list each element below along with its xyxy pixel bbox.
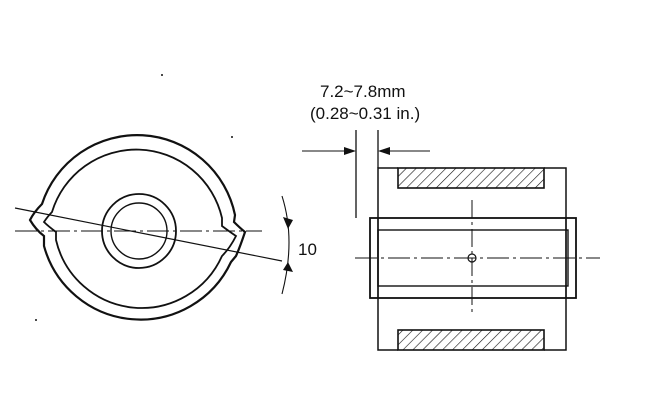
arc-arrow-top <box>283 217 293 229</box>
stray-dot <box>231 136 233 138</box>
arc-arrow-bottom <box>283 262 293 272</box>
stray-dot <box>35 319 37 321</box>
angle-label: 10 <box>298 240 317 259</box>
inner-ring <box>42 148 238 309</box>
dim-arrowhead-left <box>344 147 356 155</box>
stray-dot <box>161 74 163 76</box>
angle-arc <box>281 195 290 295</box>
section-view <box>302 130 600 351</box>
dimension-mm: 7.2~7.8mm <box>320 82 406 101</box>
dimension-in: (0.28~0.31 in.) <box>310 104 420 123</box>
outer-ring <box>28 134 247 321</box>
angle-line <box>14 207 283 262</box>
dim-arrowhead-right <box>378 147 390 155</box>
upper-wall <box>397 167 545 189</box>
center-mark <box>467 253 477 263</box>
front-view <box>14 134 293 321</box>
lower-wall <box>397 329 545 351</box>
